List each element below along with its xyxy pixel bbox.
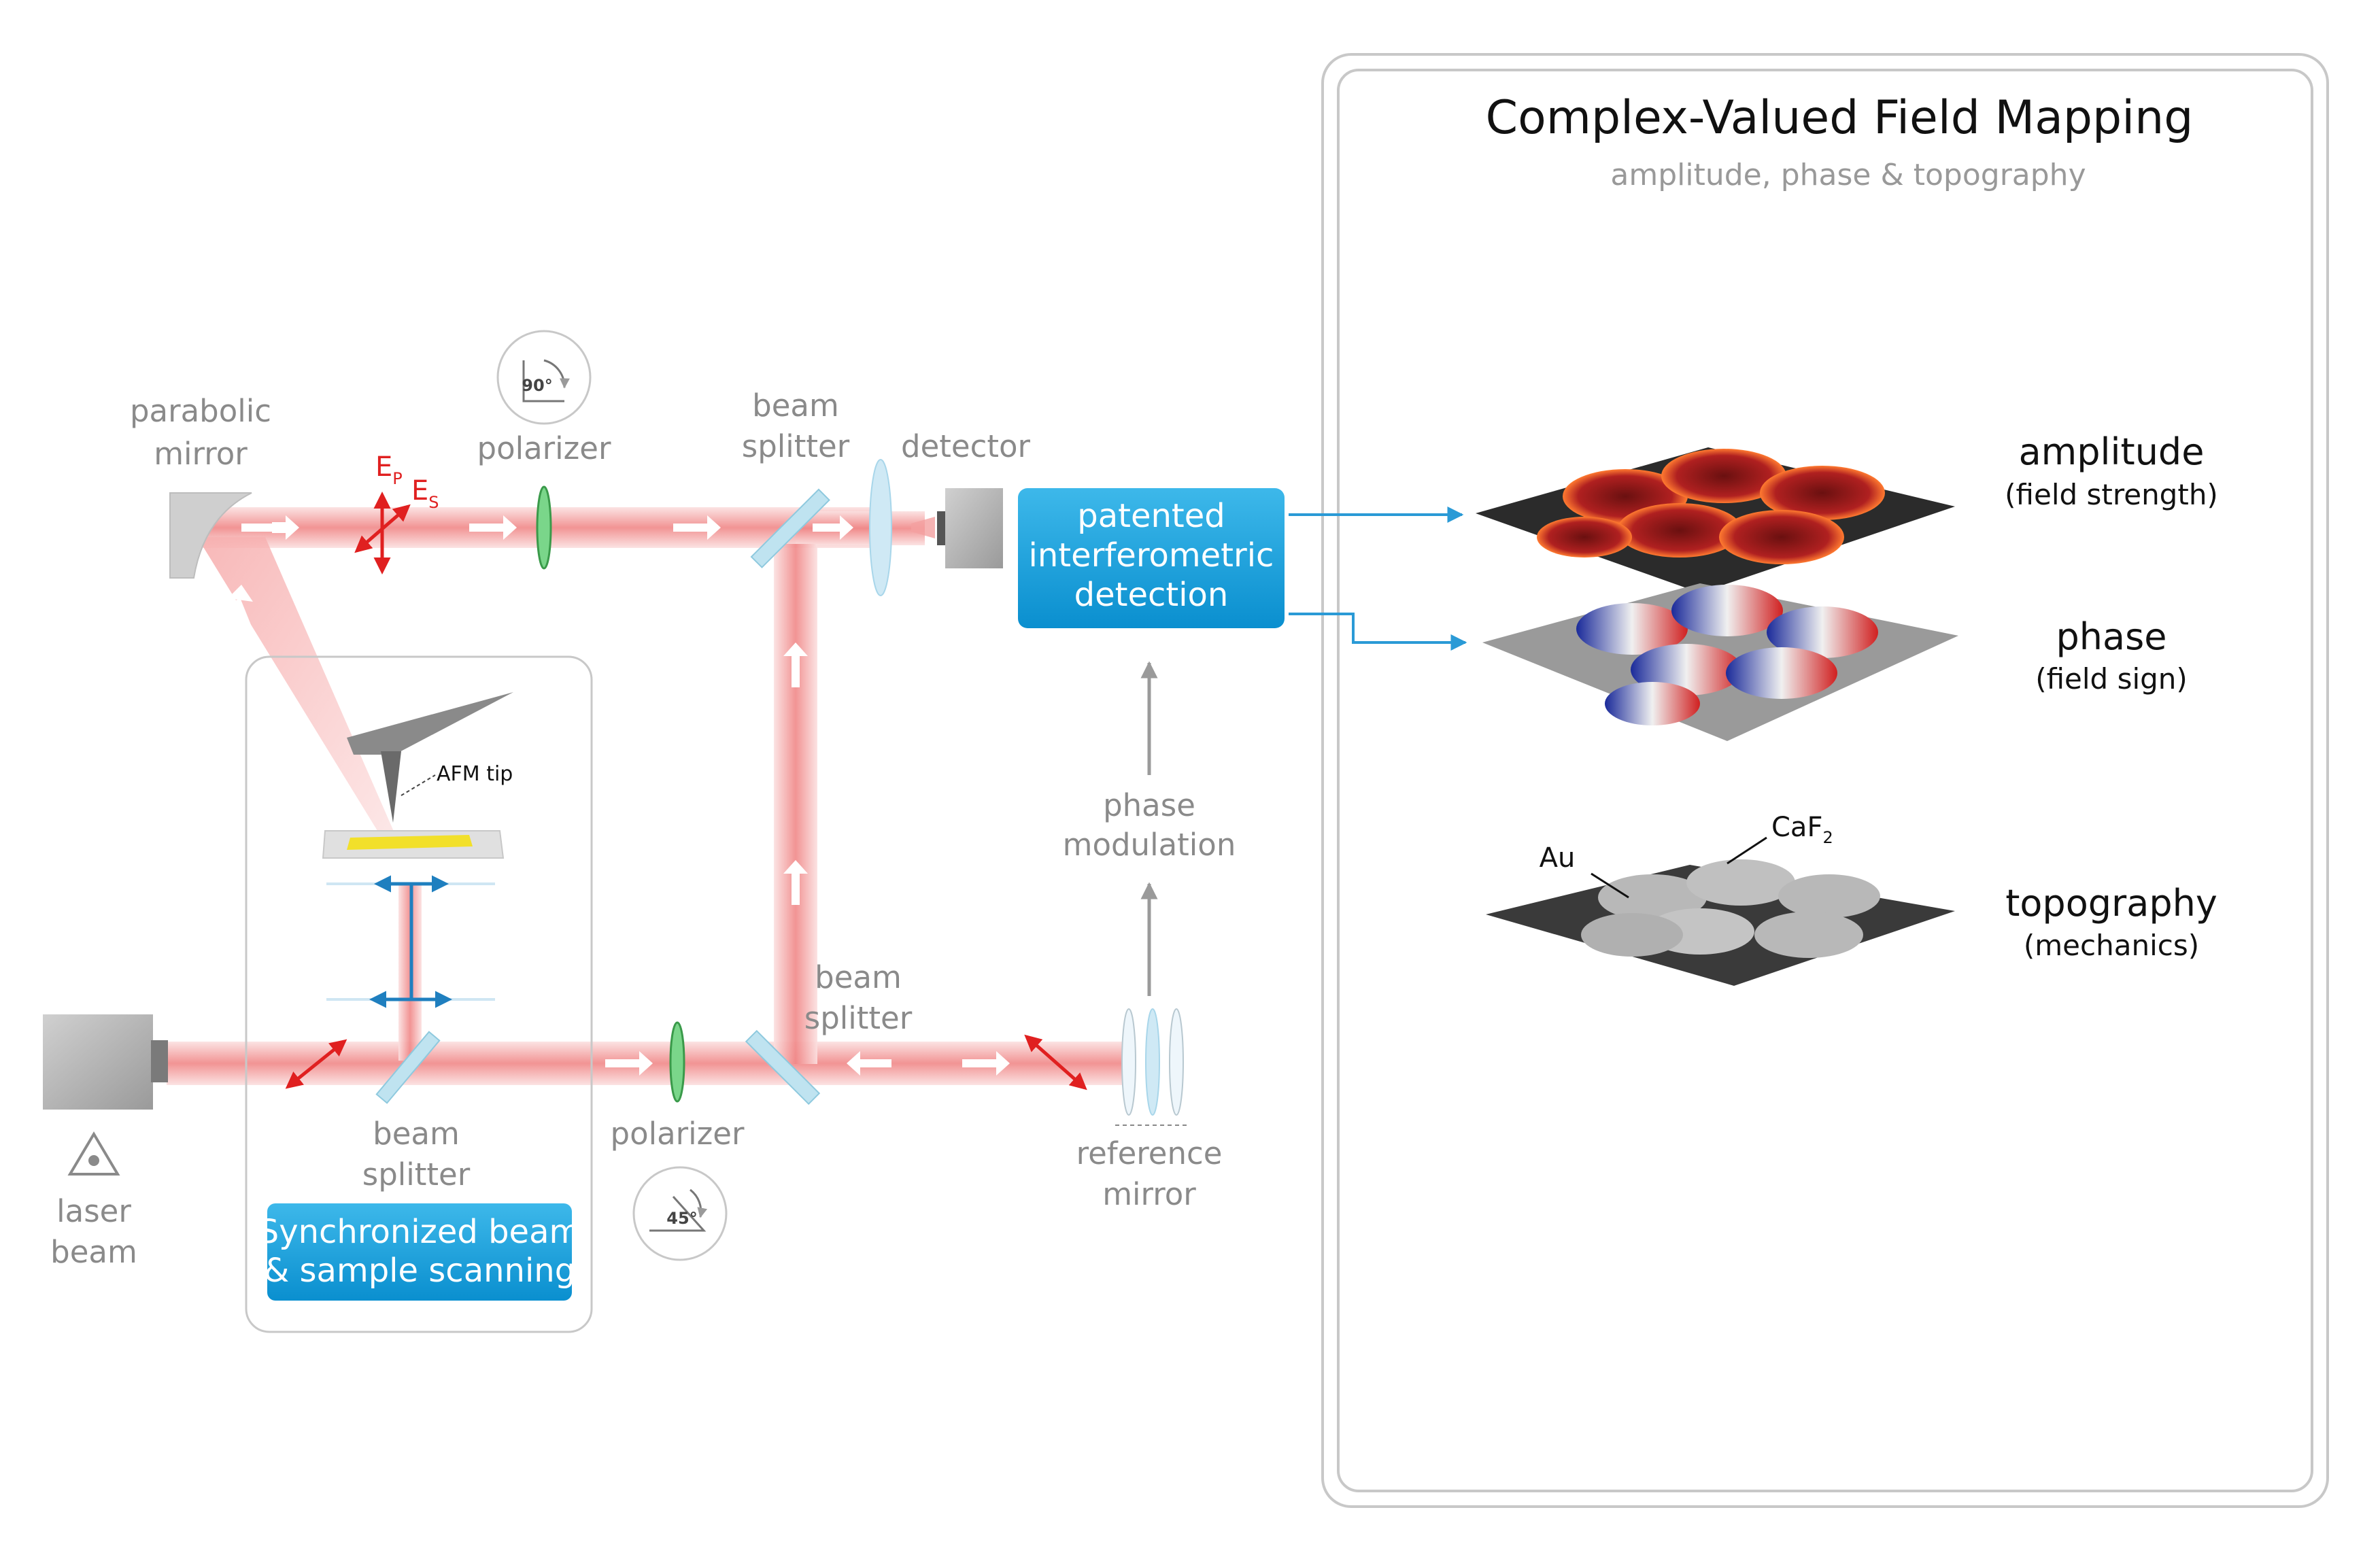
detection-label-3: detection xyxy=(1074,576,1229,614)
polarization-ep-es-icon xyxy=(354,492,411,574)
polarizer-top xyxy=(496,330,592,570)
laser-source xyxy=(43,1014,168,1110)
beam-direction-arrows xyxy=(228,515,1010,1076)
polarizer-bottom-angle: 45° xyxy=(666,1209,697,1228)
amplitude-sublabel: (field strength) xyxy=(2005,478,2218,511)
scanning-frame xyxy=(245,655,593,1333)
parabolic-mirror-label-2: mirror xyxy=(154,436,248,472)
es-label: ES xyxy=(411,475,439,512)
beam-splitter-mid-label-1: beam xyxy=(815,959,902,995)
beam-splitter-top-label-2: splitter xyxy=(742,428,850,464)
detection-label-2: interferometric xyxy=(1029,536,1274,574)
laser-beam-label-1: laser xyxy=(56,1193,131,1229)
panel-subtitle: amplitude, phase & topography xyxy=(1610,158,2086,192)
phase-label: phase xyxy=(2056,615,2167,658)
afm-tip xyxy=(347,692,513,823)
laser-warning-icon xyxy=(67,1131,120,1176)
polarizer-bottom-label: polarizer xyxy=(611,1116,745,1152)
beam-splitter-mid xyxy=(745,1029,821,1105)
laser-beam-label-2: beam xyxy=(50,1234,137,1270)
sample-stage xyxy=(322,830,505,1008)
phase-modulation-label-2: modulation xyxy=(1063,827,1236,863)
au-label: Au xyxy=(1540,842,1576,874)
polarizer-bottom xyxy=(632,1021,728,1261)
phase-output-arrow xyxy=(1289,613,1467,651)
beam-splitter-mid-label-2: splitter xyxy=(804,1000,913,1036)
detector-label: detector xyxy=(901,428,1030,464)
field-mapping-panel: Complex-Valued Field Mapping amplitude, … xyxy=(1321,53,2329,1508)
reference-mirror-label-2: mirror xyxy=(1102,1176,1196,1212)
beam-splitter-left-label-1: beam xyxy=(373,1116,460,1152)
ep-label: EP xyxy=(375,451,403,488)
phase-modulation-label-1: phase xyxy=(1103,787,1195,823)
reference-polarization-arrow xyxy=(1024,1034,1087,1091)
beam-splitter-left xyxy=(375,1031,441,1104)
scanning-label-2: & sample scanning xyxy=(264,1252,575,1290)
detector xyxy=(869,459,1003,596)
parabolic-mirror xyxy=(169,492,252,579)
polarizer-top-angle: 90° xyxy=(522,376,552,395)
beam-splitter-top xyxy=(750,488,830,568)
scanning-label-1: Synchronized beam xyxy=(258,1213,581,1251)
interferometric-detection-box: patented interferometric detection xyxy=(1018,488,1285,628)
beam-paths xyxy=(167,507,1125,1085)
reference-mirror xyxy=(1115,1008,1187,1126)
polarizer-top-label: polarizer xyxy=(477,430,611,466)
reference-mirror-label-1: reference xyxy=(1076,1135,1223,1171)
panel-title: Complex-Valued Field Mapping xyxy=(1486,91,2194,145)
detection-label-1: patented xyxy=(1077,497,1225,535)
scanning-box: Synchronized beam & sample scanning xyxy=(258,1203,581,1301)
topography-sublabel: (mechanics) xyxy=(2024,929,2199,962)
topography-map: Au CaF2 xyxy=(1486,812,1955,986)
parabolic-mirror-label-1: parabolic xyxy=(130,393,271,429)
topography-label: topography xyxy=(2005,882,2217,925)
beam-splitter-top-label-1: beam xyxy=(752,388,839,424)
laser-polarization-arrow xyxy=(285,1039,347,1089)
afm-tip-label: AFM tip xyxy=(437,762,513,786)
beam-splitter-left-label-2: splitter xyxy=(362,1156,471,1193)
phase-sublabel: (field sign) xyxy=(2035,662,2188,696)
phase-map xyxy=(1482,583,1958,741)
amplitude-map xyxy=(1476,447,1955,593)
amplitude-label: amplitude xyxy=(2019,430,2205,473)
caf2-label: CaF2 xyxy=(1771,812,1833,847)
